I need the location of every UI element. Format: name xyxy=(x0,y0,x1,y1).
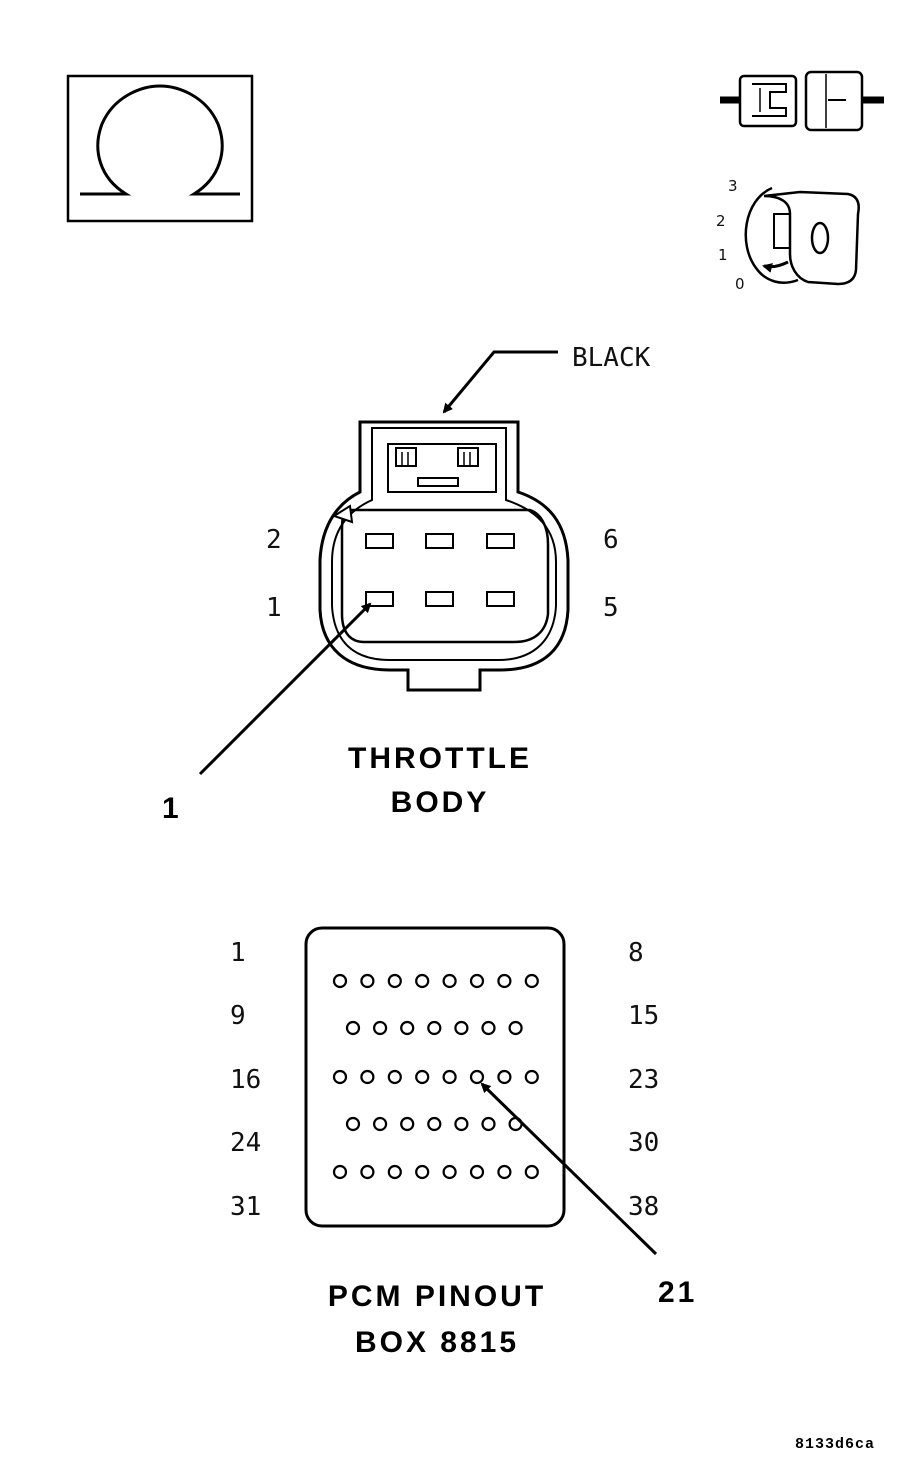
pin-hole xyxy=(442,973,457,989)
ignition-pos-1: 1 xyxy=(718,246,728,264)
pin-hole xyxy=(387,973,402,989)
pin-hole xyxy=(400,1116,415,1132)
pin-hole xyxy=(481,1020,496,1036)
pin-hole xyxy=(400,1020,415,1036)
pin-hole xyxy=(427,1116,442,1132)
pin-hole xyxy=(442,1069,457,1085)
row-end-label: 15 xyxy=(628,1001,659,1031)
throttle-title-line1: THROTTLE xyxy=(348,742,532,775)
terminal-cavity-6 xyxy=(486,533,515,549)
throttle-body-connector: BLACK 2 1 6 5 1 THROTTLE BODY xyxy=(162,343,651,825)
row-start-label: 9 xyxy=(230,1001,246,1031)
pinout-box-outline xyxy=(304,926,566,1228)
wire-color-label: BLACK xyxy=(572,343,651,373)
pin-hole xyxy=(373,1020,388,1036)
pin-hole xyxy=(469,1164,485,1180)
pin-hole xyxy=(497,1164,512,1180)
pin-hole xyxy=(360,1164,375,1180)
pin-hole xyxy=(454,1020,469,1036)
ignition-pos-3: 3 xyxy=(728,177,738,195)
figure-code: 8133d6ca xyxy=(795,1436,875,1453)
disconnected-connector-icon xyxy=(720,70,884,132)
row-end-label: 23 xyxy=(628,1065,659,1095)
row-start-label: 31 xyxy=(230,1192,261,1222)
pin-hole xyxy=(524,1164,539,1180)
pin-hole xyxy=(415,973,430,989)
pin-hole xyxy=(469,973,485,989)
pin-hole xyxy=(332,1069,348,1085)
pin-hole xyxy=(454,1116,469,1132)
row-start-label: 16 xyxy=(230,1065,261,1095)
pin-hole xyxy=(373,1116,388,1132)
row-start-label: 1 xyxy=(230,938,246,968)
pin-hole xyxy=(497,973,512,989)
ignition-pos-0: 0 xyxy=(735,275,745,293)
row-start-label: 24 xyxy=(230,1128,261,1158)
row-end-label: 38 xyxy=(628,1192,659,1222)
pin-hole xyxy=(508,1020,523,1036)
pcm-pinout-box: 1 9 16 24 31 8 15 23 30 38 21 PCM PINOUT… xyxy=(230,926,697,1359)
callout-arrow-1 xyxy=(198,602,372,776)
ohmmeter-icon xyxy=(66,74,254,223)
pcm-title-line1: PCM PINOUT xyxy=(328,1280,546,1313)
terminal-cavity-5 xyxy=(486,591,515,607)
pin-label-2: 2 xyxy=(266,525,282,555)
pin-label-5: 5 xyxy=(603,593,619,623)
pin-hole xyxy=(345,1020,361,1036)
pin-hole xyxy=(332,1164,348,1180)
pin-hole xyxy=(469,1069,485,1085)
pin-hole xyxy=(387,1069,402,1085)
pin-hole xyxy=(497,1069,512,1085)
pin-label-1: 1 xyxy=(266,593,282,623)
pin-hole xyxy=(427,1020,442,1036)
callout-arrow-21 xyxy=(480,1082,658,1256)
pin-hole xyxy=(360,973,375,989)
pin-hole xyxy=(360,1069,375,1085)
pin-hole xyxy=(524,1069,539,1085)
callout-label-21: 21 xyxy=(658,1276,697,1309)
pin-hole xyxy=(332,973,348,989)
pin-hole-grid xyxy=(332,973,539,1180)
ignition-pos-2: 2 xyxy=(716,212,726,230)
pin-hole xyxy=(442,1164,457,1180)
pin-hole xyxy=(387,1164,402,1180)
pin-hole xyxy=(481,1116,496,1132)
pin-hole xyxy=(345,1116,361,1132)
color-label-leader xyxy=(442,350,558,414)
terminal-cavity-2 xyxy=(365,533,394,549)
terminal-cavity xyxy=(425,591,454,607)
terminal-cavity xyxy=(425,533,454,549)
callout-label-1: 1 xyxy=(162,792,182,825)
row-end-label: 30 xyxy=(628,1128,659,1158)
ignition-key-icon: 3 2 1 0 xyxy=(716,177,860,293)
pcm-title-line2: BOX 8815 xyxy=(355,1326,519,1359)
pin-hole xyxy=(415,1164,430,1180)
pin-label-6: 6 xyxy=(603,525,619,555)
pin-hole xyxy=(524,973,539,989)
terminal-cavity-1 xyxy=(365,591,394,607)
row-end-label: 8 xyxy=(628,938,644,968)
pin-hole xyxy=(415,1069,430,1085)
throttle-title-line2: BODY xyxy=(391,786,490,819)
